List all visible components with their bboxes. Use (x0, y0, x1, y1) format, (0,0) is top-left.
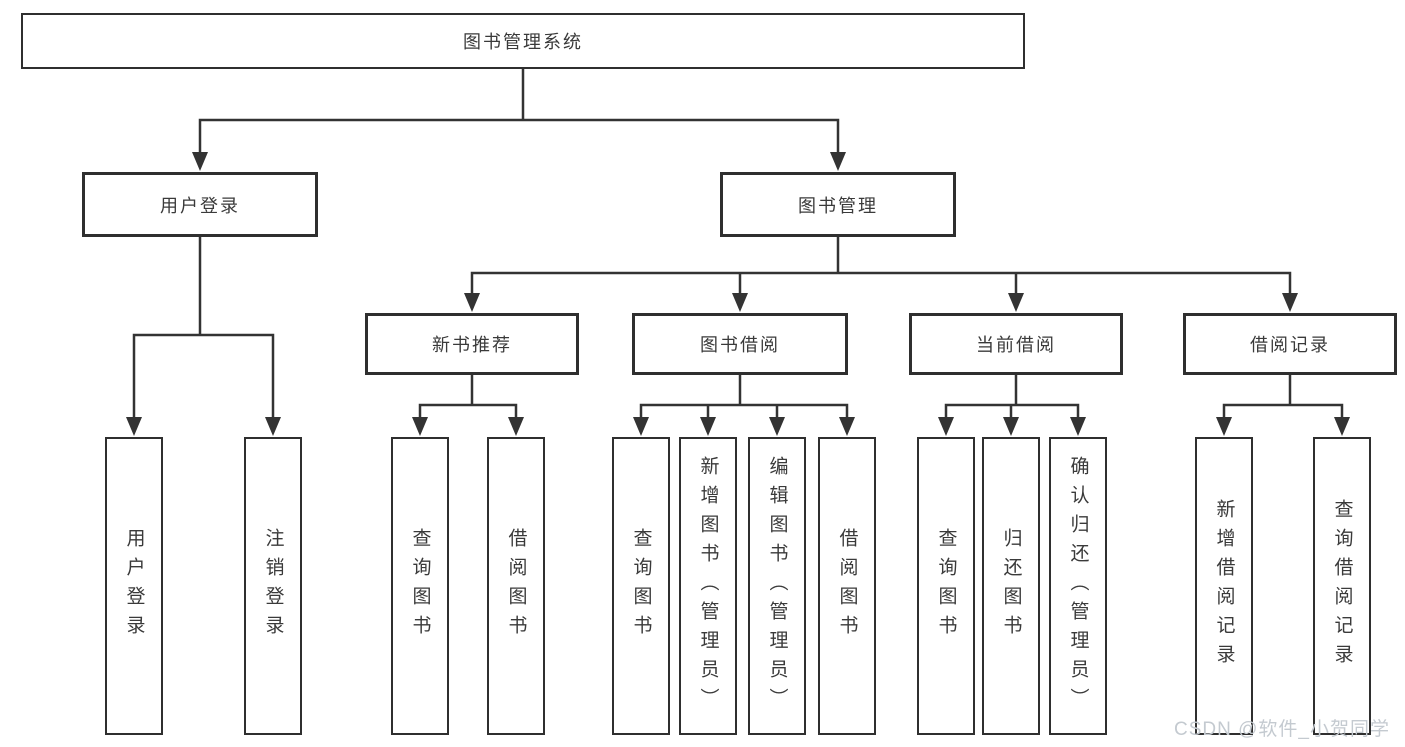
arrowhead (1070, 417, 1086, 436)
arrowhead (126, 417, 142, 436)
node-book-borrow: 图书借阅 (632, 313, 848, 375)
leaf-add-books-admin-label: 新增图书（管理员） (697, 455, 719, 717)
leaf-logout-label: 注销登录 (262, 528, 284, 644)
node-current-borrow-label: 当前借阅 (976, 335, 1056, 355)
leaf-add-borrow-record: 新增借阅记录 (1195, 437, 1253, 735)
connector-newbook-branch (418, 403, 518, 426)
leaf-query-books-3: 查询图书 (917, 437, 975, 735)
arrowhead (464, 293, 480, 312)
leaf-query-books-3-label: 查询图书 (935, 528, 957, 644)
node-book-management: 图书管理 (720, 172, 956, 237)
arrowhead (839, 417, 855, 436)
leaf-confirm-return-admin: 确认归还（管理员） (1049, 437, 1107, 735)
node-current-borrow: 当前借阅 (909, 313, 1123, 375)
leaf-query-books-2: 查询图书 (612, 437, 670, 735)
connector-bookborrow-branch (639, 403, 849, 426)
arrowhead (830, 152, 846, 171)
arrowhead (1334, 417, 1350, 436)
arrowhead (265, 417, 281, 436)
node-user-login: 用户登录 (82, 172, 318, 237)
arrowhead (192, 152, 208, 171)
leaf-borrow-books-2: 借阅图书 (818, 437, 876, 735)
arrowhead (938, 417, 954, 436)
node-user-login-label: 用户登录 (160, 195, 240, 216)
leaf-query-books-2-label: 查询图书 (630, 528, 652, 644)
node-borrow-records: 借阅记录 (1183, 313, 1397, 375)
node-borrow-records-label: 借阅记录 (1250, 335, 1330, 355)
leaf-borrow-books-1-label: 借阅图书 (505, 528, 527, 644)
arrowhead (1003, 417, 1019, 436)
node-new-book-recommendation: 新书推荐 (365, 313, 579, 375)
node-book-management-label: 图书管理 (798, 195, 878, 216)
leaf-user-login-label: 用户登录 (123, 528, 145, 644)
connector-bookmgmt-branch (470, 271, 1292, 302)
arrowhead (1282, 293, 1298, 312)
leaf-edit-books-admin: 编辑图书（管理员） (748, 437, 806, 735)
arrowhead (633, 417, 649, 436)
arrowhead (1008, 293, 1024, 312)
arrowhead (700, 417, 716, 436)
leaf-add-borrow-record-label: 新增借阅记录 (1213, 499, 1235, 673)
leaf-logout: 注销登录 (244, 437, 302, 735)
arrowhead (1216, 417, 1232, 436)
node-root-label: 图书管理系统 (463, 32, 583, 52)
leaf-return-books: 归还图书 (982, 437, 1040, 735)
connector-records-branch (1222, 403, 1344, 426)
node-root: 图书管理系统 (21, 13, 1025, 69)
node-new-book-recommendation-label: 新书推荐 (432, 335, 512, 355)
node-book-borrow-label: 图书借阅 (700, 335, 780, 355)
arrowhead (769, 417, 785, 436)
arrowheads (126, 152, 1350, 436)
arrowhead (732, 293, 748, 312)
leaf-confirm-return-admin-label: 确认归还（管理员） (1067, 455, 1089, 717)
leaf-query-books-1: 查询图书 (391, 437, 449, 735)
leaf-borrow-books-1: 借阅图书 (487, 437, 545, 735)
connector-root-branch (198, 118, 840, 161)
leaf-borrow-books-2-label: 借阅图书 (836, 528, 858, 644)
leaf-user-login: 用户登录 (105, 437, 163, 735)
leaf-return-books-label: 归还图书 (1000, 528, 1022, 644)
leaf-query-borrow-record: 查询借阅记录 (1313, 437, 1371, 735)
leaf-query-books-1-label: 查询图书 (409, 528, 431, 644)
arrowhead (508, 417, 524, 436)
leaf-query-borrow-record-label: 查询借阅记录 (1331, 499, 1353, 673)
leaf-edit-books-admin-label: 编辑图书（管理员） (766, 455, 788, 717)
connector-userlogin-branch (132, 333, 275, 426)
leaf-add-books-admin: 新增图书（管理员） (679, 437, 737, 735)
arrowhead (412, 417, 428, 436)
watermark-text: CSDN @软件_小贺同学 (1174, 719, 1390, 740)
